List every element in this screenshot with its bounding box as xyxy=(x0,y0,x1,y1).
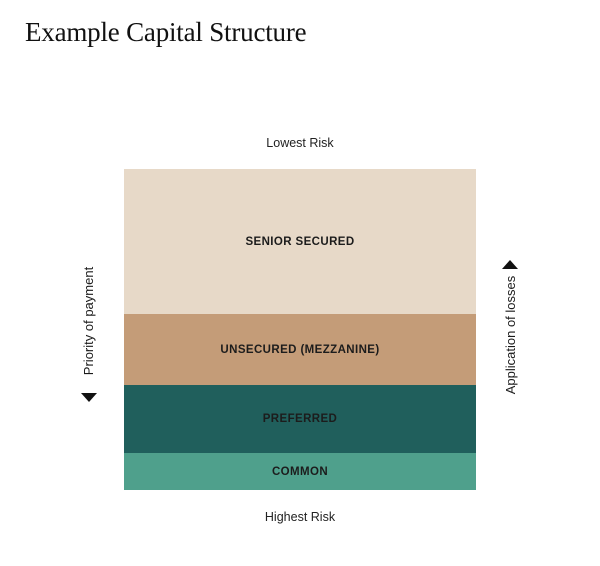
tier-label: PREFERRED xyxy=(262,413,338,425)
lowest-risk-label: Lowest Risk xyxy=(266,136,334,150)
priority-of-payment-label: Priority of payment xyxy=(81,266,96,376)
tier-common: COMMON xyxy=(124,453,476,490)
capital-structure-stack: SENIOR SECURED UNSECURED (MEZZANINE) PRE… xyxy=(124,169,476,490)
tier-senior-secured: SENIOR SECURED xyxy=(124,169,476,314)
tier-preferred: PREFERRED xyxy=(124,385,476,453)
tier-unsecured-mezzanine: UNSECURED (MEZZANINE) xyxy=(124,314,476,385)
arrow-up-icon xyxy=(502,260,518,269)
tier-label: SENIOR SECURED xyxy=(245,235,355,248)
arrow-down-icon xyxy=(81,393,97,402)
diagram-title: Example Capital Structure xyxy=(25,17,307,47)
tier-label: UNSECURED (MEZZANINE) xyxy=(220,343,380,356)
highest-risk-label: Highest Risk xyxy=(264,510,336,524)
tier-label: COMMON xyxy=(271,465,329,478)
